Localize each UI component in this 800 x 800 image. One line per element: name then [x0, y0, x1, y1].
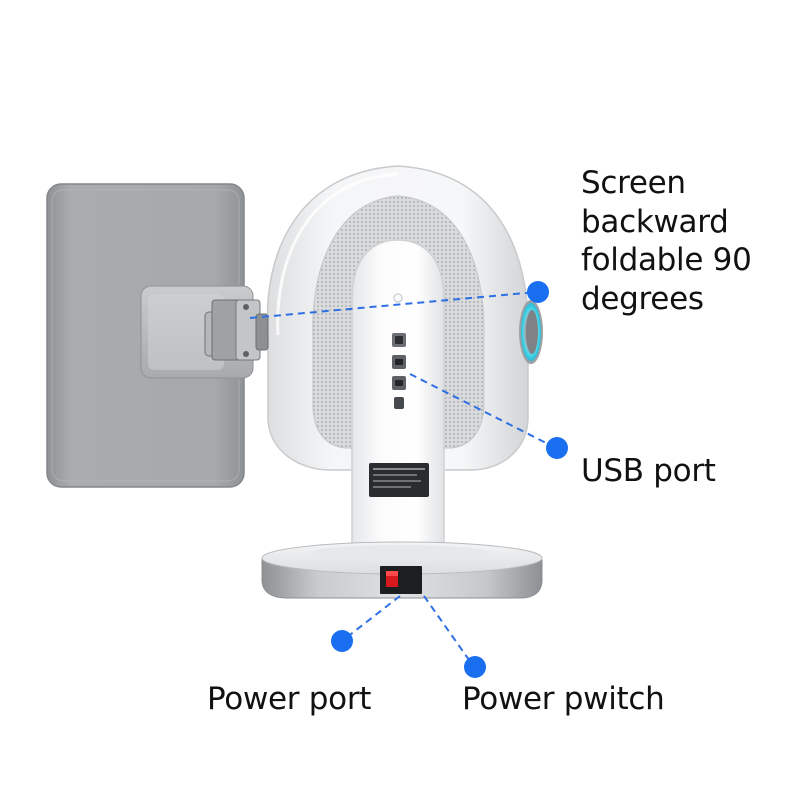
screen-fold-callout-line-3: foldable 90 [581, 242, 752, 278]
power-port-callout-label: Power port [207, 681, 372, 717]
callout-line-screen [249, 291, 538, 319]
screen-fold-callout-line-2: backward [581, 203, 729, 240]
callout-dot-icon [527, 281, 549, 303]
device-base [261, 541, 543, 599]
screen-fold-callout-line-1: Screen [581, 165, 686, 201]
callout-dot-icon [464, 656, 486, 678]
device-neck [351, 239, 445, 549]
callout-dot-icon [546, 437, 568, 459]
status-light-ring [519, 300, 543, 364]
screen-hinge [204, 299, 269, 361]
callout-line-power-port [341, 595, 401, 642]
screen-fold-callout-line-4: degrees [581, 280, 704, 317]
callout-dot-icon [331, 630, 353, 652]
rating-label [369, 463, 429, 497]
screen-fold-callout-label: Screen backward foldable 90 degrees [581, 164, 752, 318]
callout-line-usb [409, 373, 557, 449]
usb-port-callout-label: USB port [581, 453, 716, 489]
callout-lines [249, 291, 557, 668]
usb-port-icon [392, 333, 406, 409]
power-switch-callout-label: Power pwitch [462, 681, 665, 717]
callout-line-power-switch [423, 595, 475, 668]
red-power-switch-icon[interactable] [380, 566, 422, 594]
